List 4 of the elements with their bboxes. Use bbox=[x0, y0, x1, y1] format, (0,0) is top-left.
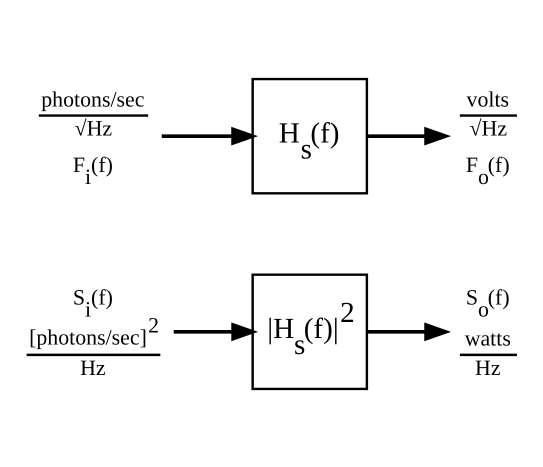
arrow bbox=[162, 126, 258, 146]
arrow bbox=[367, 322, 452, 341]
arrow bbox=[367, 126, 452, 146]
arrow bbox=[174, 322, 258, 341]
